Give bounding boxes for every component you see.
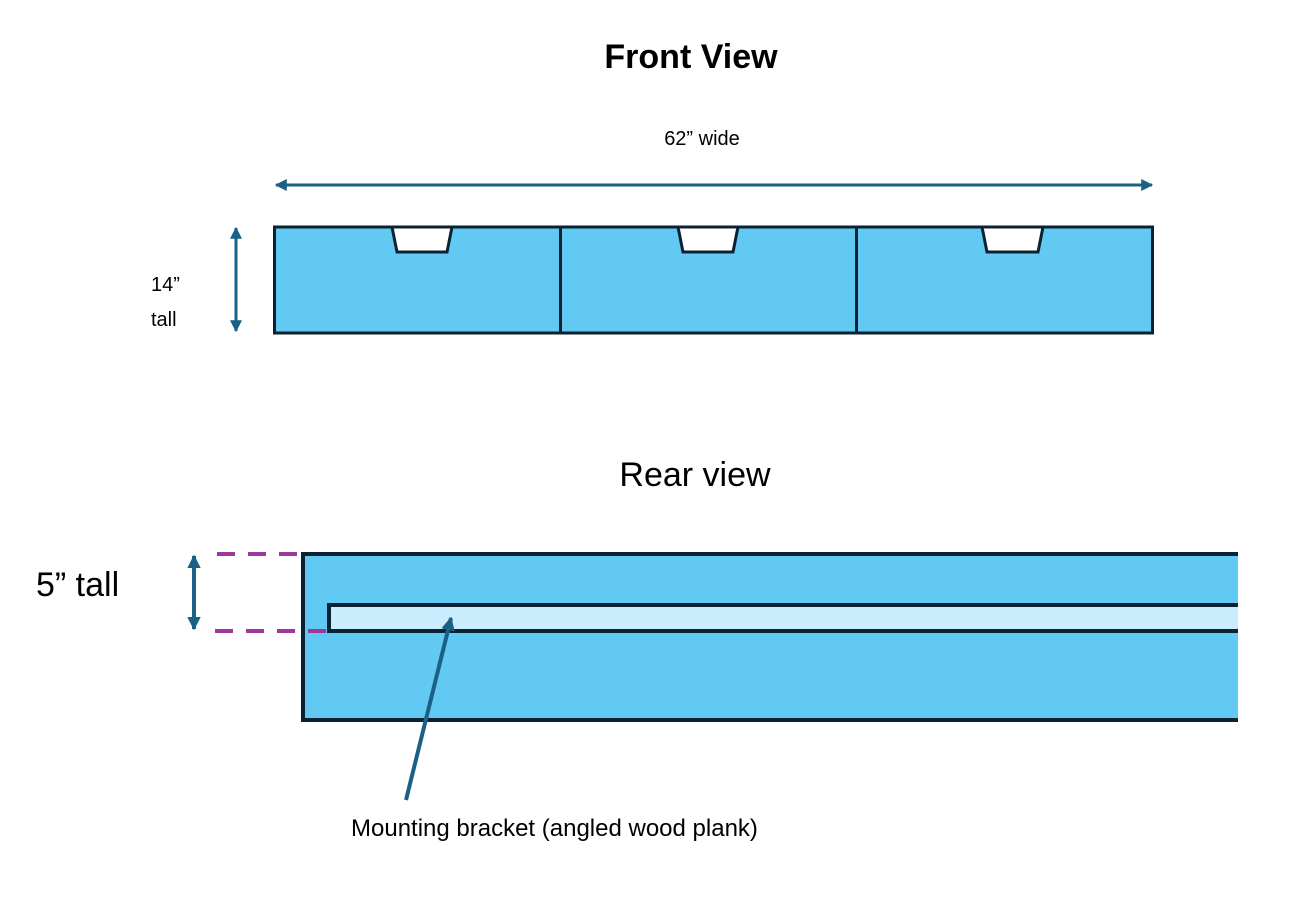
- front-view-title: Front View: [604, 38, 778, 76]
- height-value: 14”: [151, 274, 180, 296]
- drawer-handle: [390, 225, 454, 254]
- front-drawer-unit: [273, 225, 1154, 335]
- height-dimension-label: 14” tall: [151, 268, 180, 338]
- rear-height-label: 5” tall: [36, 566, 120, 604]
- rear-panel: [301, 552, 1255, 722]
- height-unit: tall: [151, 309, 177, 331]
- rear-view-title: Rear view: [619, 456, 771, 494]
- width-dimension-label: 62” wide: [664, 128, 740, 150]
- bracket-pointer-arrow: [404, 616, 455, 801]
- rear-unit: [301, 540, 1312, 730]
- crop-mask: [1238, 540, 1312, 730]
- bracket-label: Mounting bracket (angled wood plank): [351, 815, 758, 842]
- drawer-handle: [980, 225, 1045, 254]
- mounting-bracket: [327, 603, 1255, 633]
- drawer-handle: [676, 225, 740, 254]
